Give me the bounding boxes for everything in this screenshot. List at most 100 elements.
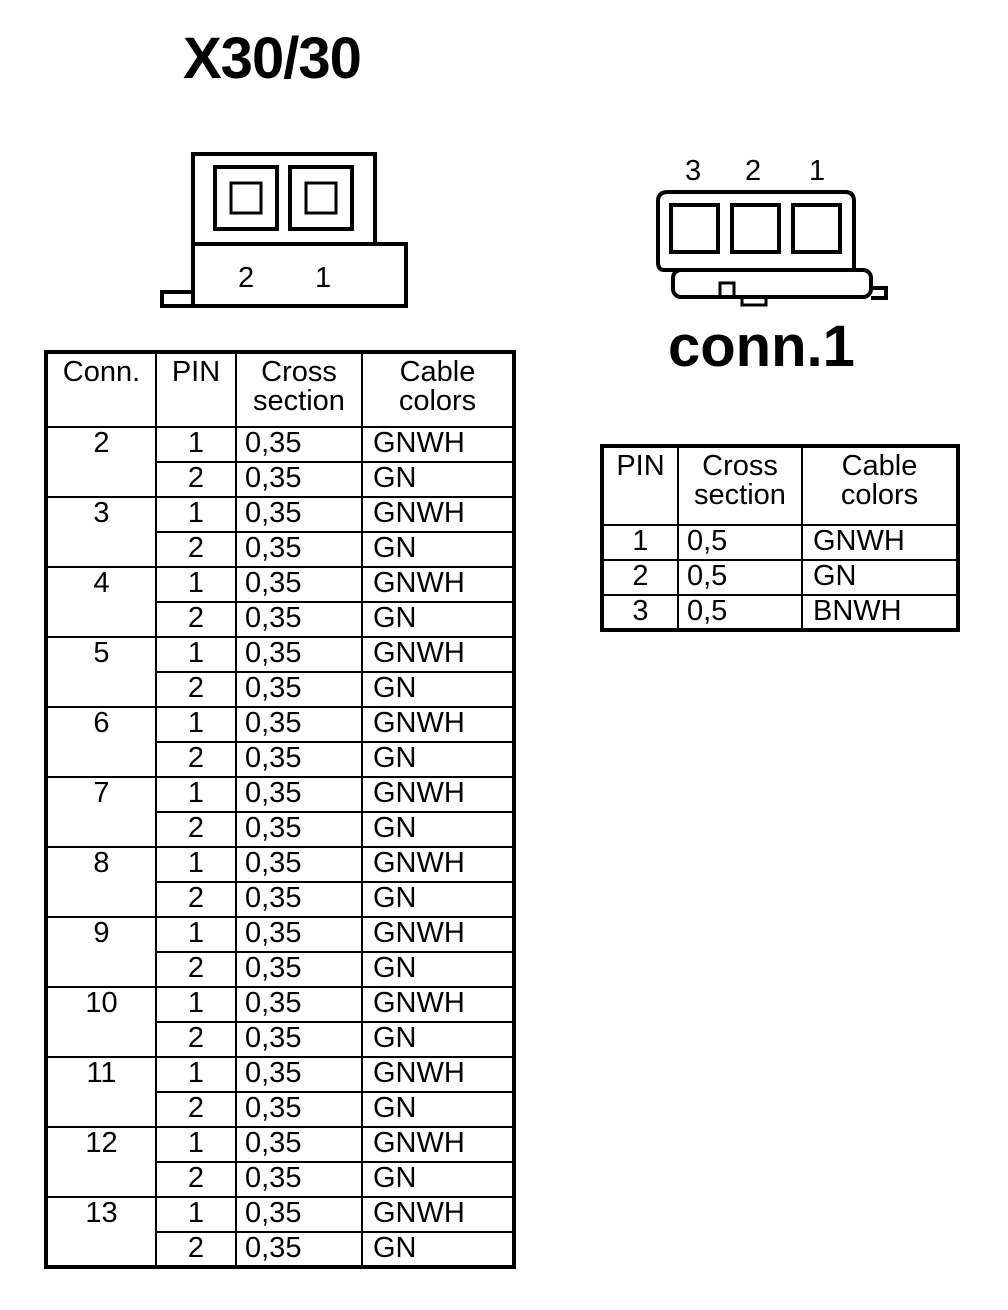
pin-cell: 1 <box>155 706 237 743</box>
cross-section-cell: 0,35 <box>235 1126 363 1163</box>
conn1-pin-2 <box>730 203 781 254</box>
header-cross-line1: Cross <box>261 356 337 388</box>
conn1-pin-3 <box>669 203 720 254</box>
pin-cell: 1 <box>155 1126 237 1163</box>
header-color-line2: colors <box>840 479 919 511</box>
conn1-latch-foot <box>740 295 768 307</box>
cable-color-cell: GN <box>361 1231 515 1268</box>
conn-number-cell: 2 <box>45 426 157 498</box>
cable-color-cell: GNWH <box>361 916 515 953</box>
pin-cell: 2 <box>155 671 237 708</box>
header-cross-section: Cross section <box>677 445 803 526</box>
cable-color-cell: GNWH <box>361 1056 515 1093</box>
x30-pin-label-2: 2 <box>238 262 254 294</box>
cable-color-cell: GNWH <box>361 1196 515 1233</box>
conn-number-cell: 9 <box>45 916 157 988</box>
conn1-latch-side-tab <box>871 286 888 300</box>
cross-section-cell: 0,35 <box>235 916 363 953</box>
conn-number-cell: 11 <box>45 1056 157 1128</box>
cross-section-cell: 0,35 <box>235 1091 363 1128</box>
cable-color-cell: GN <box>361 811 515 848</box>
pin-cell: 1 <box>155 1056 237 1093</box>
conn-number-cell: 12 <box>45 1126 157 1198</box>
cable-color-cell: GN <box>361 1091 515 1128</box>
cross-section-cell: 0,35 <box>235 601 363 638</box>
cable-color-cell: GNWH <box>361 496 515 533</box>
pin-cell: 2 <box>155 951 237 988</box>
cross-section-cell: 0,35 <box>235 776 363 813</box>
pin-cell: 1 <box>601 524 679 561</box>
x30-connector-title: X30/30 <box>183 26 362 91</box>
cross-section-cell: 0,35 <box>235 846 363 883</box>
pin-cell: 1 <box>155 1196 237 1233</box>
pin-cell: 2 <box>155 1091 237 1128</box>
conn1-connector-title: conn.1 <box>668 314 855 379</box>
pin-cell: 2 <box>155 1231 237 1268</box>
header-pin: PIN <box>155 351 237 428</box>
cable-color-cell: GN <box>801 559 959 596</box>
pin-cell: 2 <box>155 881 237 918</box>
header-pin: PIN <box>601 445 679 526</box>
cross-section-cell: 0,35 <box>235 881 363 918</box>
x30-latch-tab <box>160 290 193 308</box>
pin-cell: 2 <box>155 461 237 498</box>
cross-section-cell: 0,35 <box>235 496 363 533</box>
conn1-pin-label-1: 1 <box>809 155 825 187</box>
conn-number-cell: 13 <box>45 1196 157 1268</box>
cross-section-cell: 0,35 <box>235 566 363 603</box>
cable-color-cell: GNWH <box>361 566 515 603</box>
conn-number-cell: 4 <box>45 566 157 638</box>
cross-section-cell: 0,35 <box>235 951 363 988</box>
cross-section-cell: 0,35 <box>235 741 363 778</box>
x30-pin-2-outer <box>213 165 279 231</box>
conn1-pin-1 <box>791 203 842 254</box>
conn-number-cell: 7 <box>45 776 157 848</box>
cable-color-cell: GNWH <box>361 1126 515 1163</box>
x30-pin-2-inner <box>229 181 263 215</box>
x30-connector-diagram <box>160 152 408 308</box>
cable-color-cell: GN <box>361 881 515 918</box>
conn1-housing-outline <box>656 190 856 272</box>
pin-cell: 2 <box>155 1021 237 1058</box>
header-cross-line2: section <box>253 385 345 417</box>
cross-section-cell: 0,35 <box>235 1056 363 1093</box>
conn-number-cell: 10 <box>45 986 157 1058</box>
cross-section-cell: 0,5 <box>677 594 803 631</box>
conn1-latch-bar <box>671 268 873 299</box>
cable-color-cell: GNWH <box>361 986 515 1023</box>
cross-section-cell: 0,35 <box>235 671 363 708</box>
conn1-latch-nub <box>718 281 736 299</box>
cross-section-cell: 0,35 <box>235 706 363 743</box>
cross-section-cell: 0,35 <box>235 986 363 1023</box>
pin-cell: 1 <box>155 776 237 813</box>
x30-pin-1-outer <box>288 165 354 231</box>
cross-section-cell: 0,35 <box>235 1231 363 1268</box>
header-cross-section: Cross section <box>235 351 363 428</box>
pin-cell: 1 <box>155 986 237 1023</box>
cable-color-cell: BNWH <box>801 594 959 631</box>
header-cable-colors: Cable colors <box>361 351 515 428</box>
header-color-line2: colors <box>398 385 477 417</box>
pin-cell: 3 <box>601 594 679 631</box>
conn1-connector-diagram <box>656 190 888 307</box>
